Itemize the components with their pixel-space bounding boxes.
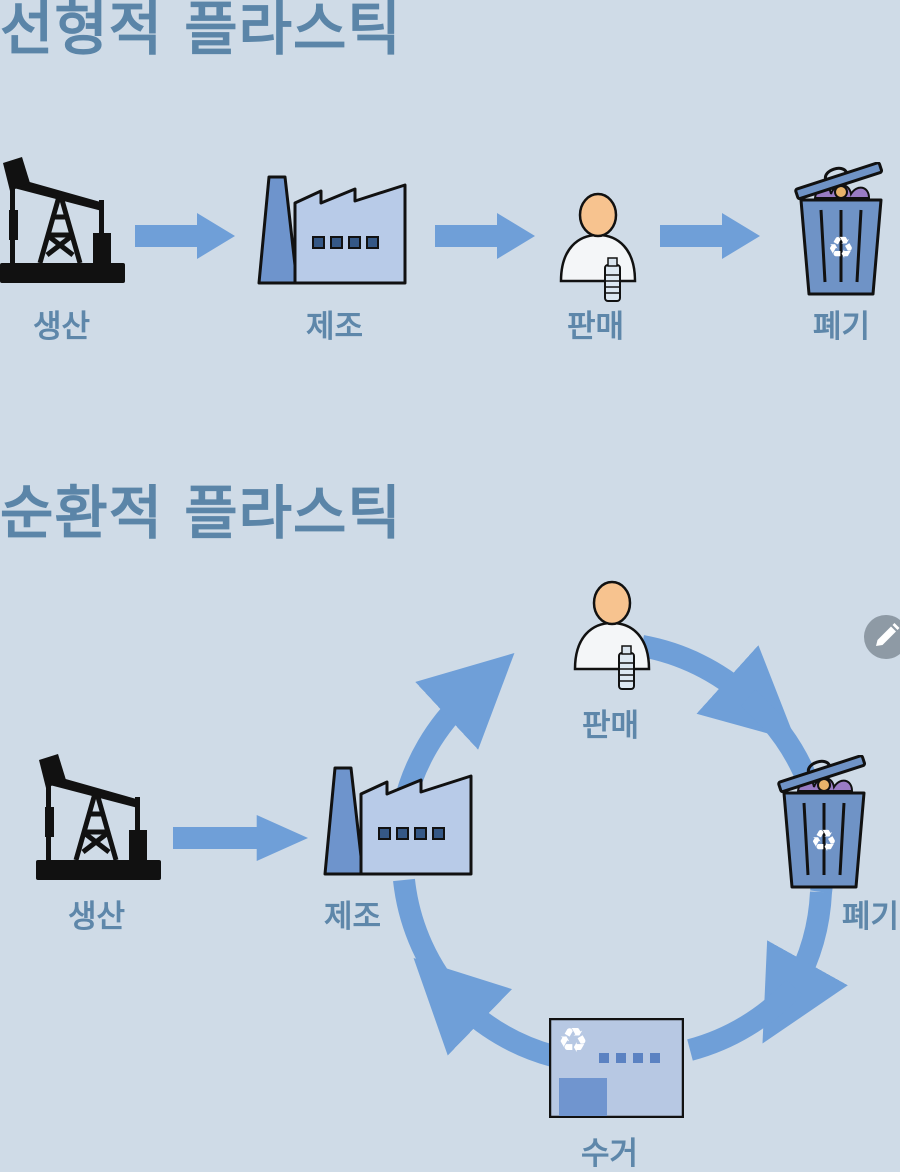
- cycle-label-manufacturing: 제조: [324, 899, 382, 935]
- cycle-arrow-to-collection: [762, 891, 848, 1044]
- cycle-label-collection: 수거: [581, 1136, 639, 1172]
- step-label-disposal: 폐기: [813, 309, 871, 345]
- oil-pump-icon: [36, 752, 161, 882]
- edit-button[interactable]: [864, 615, 900, 659]
- factory-icon: [323, 766, 473, 876]
- cycle-label-sale: 판매: [582, 708, 640, 744]
- cycle-arrow-to-disposal: [639, 635, 797, 742]
- circular-title: 순환적 플라스틱: [0, 479, 402, 547]
- cycle-arrow-to-manufacturing: [413, 958, 557, 1067]
- linear-title: 선형적 플라스틱: [0, 0, 402, 63]
- step-label-sale: 판매: [567, 309, 625, 345]
- person-with-bottle-icon: [572, 575, 652, 690]
- step-label-manufacturing: 제조: [306, 309, 364, 345]
- cycle-label-production: 생산: [68, 899, 126, 935]
- trash-can-icon: [776, 755, 871, 890]
- recycling-facility-icon: [549, 1018, 684, 1118]
- arrow-icon: [173, 815, 308, 861]
- step-label-production: 생산: [33, 309, 91, 345]
- cycle-label-disposal: 폐기: [842, 899, 900, 935]
- pencil-icon: [876, 623, 900, 646]
